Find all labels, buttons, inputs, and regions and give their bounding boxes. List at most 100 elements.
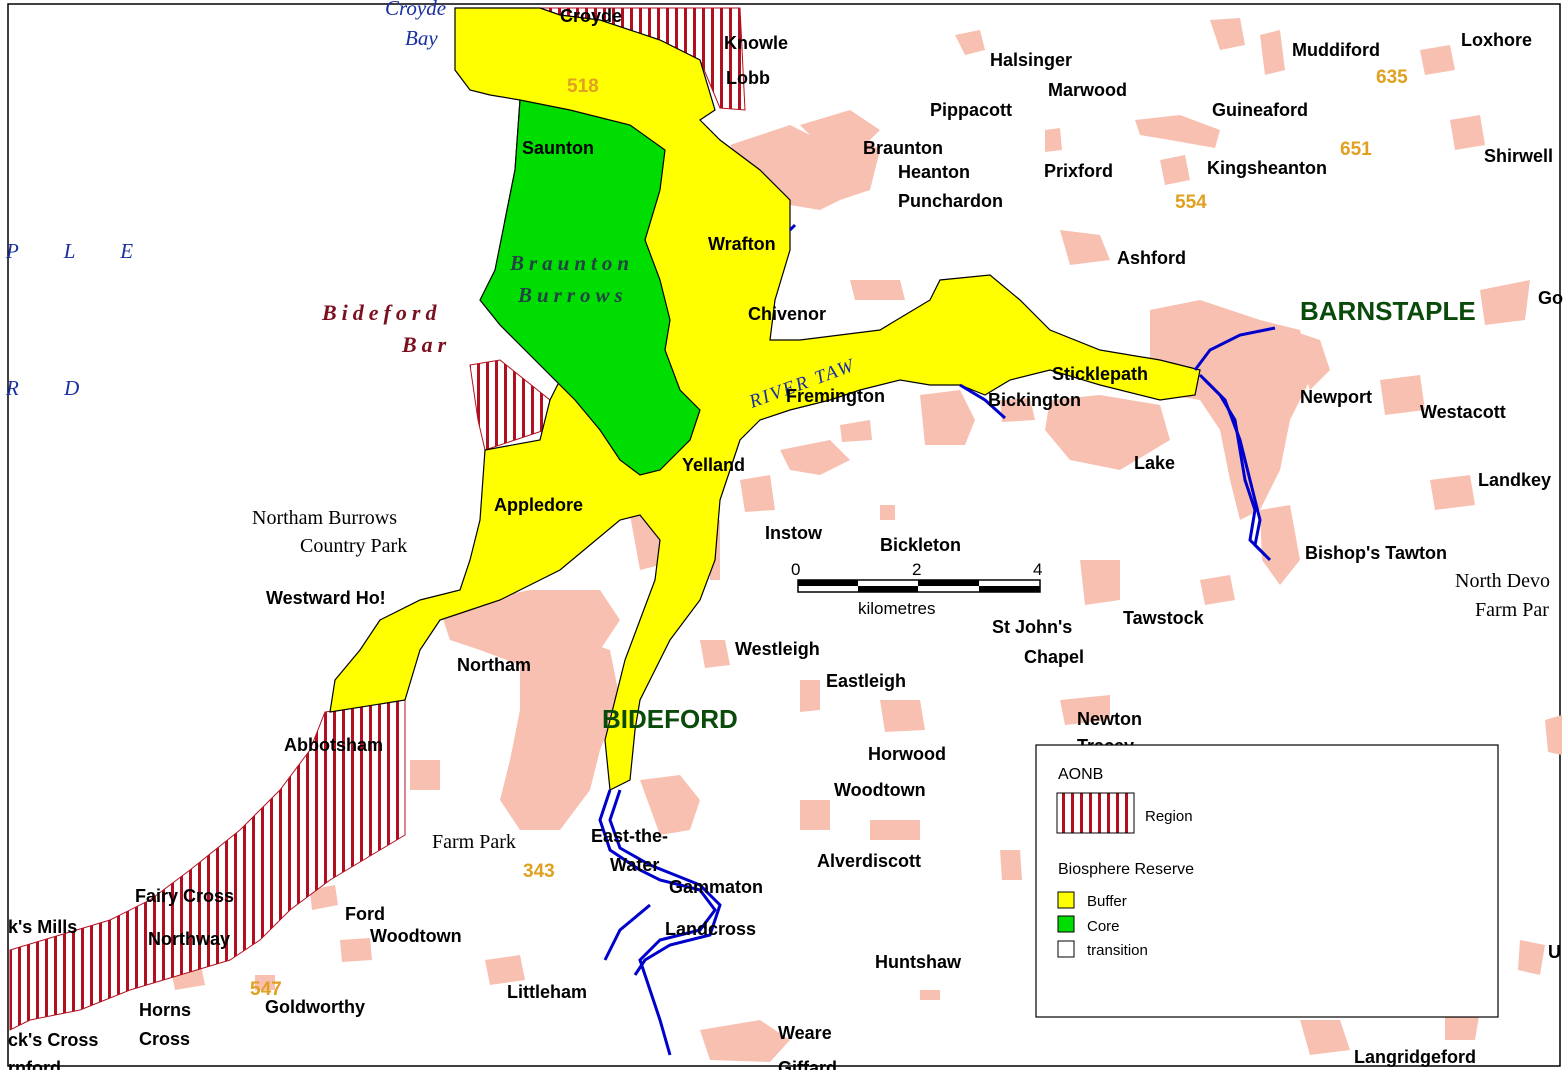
place-cross: Cross <box>139 1029 190 1049</box>
aonb-regions <box>9 7 746 1031</box>
place-east-the-water: East-the- <box>591 826 668 846</box>
legend-biosphere-title: Biosphere Reserve <box>1058 861 1194 878</box>
place-halsinger: Halsinger <box>990 50 1072 70</box>
place-st-johns: St John's <box>992 617 1072 637</box>
place-ashford: Ashford <box>1117 248 1186 268</box>
spot-height-651: 651 <box>1340 139 1372 160</box>
place-labels: Croyde Knowle Lobb Saunton Braunton Hean… <box>8 6 1563 1070</box>
place-prixford: Prixford <box>1044 161 1113 181</box>
place-giffard: Giffard <box>778 1058 837 1070</box>
northam-burrows-label-2: Country Park <box>300 535 407 557</box>
place-appledore: Appledore <box>494 495 583 515</box>
core-zone <box>479 99 701 476</box>
legend-aonb-title: AONB <box>1058 766 1103 783</box>
place-northam: Northam <box>457 655 531 675</box>
rivers <box>598 223 1276 1056</box>
place-chivenor: Chivenor <box>748 304 826 324</box>
place-westward-ho: Westward Ho! <box>266 588 386 608</box>
spot-height-635: 635 <box>1376 67 1408 88</box>
croyde-bay-label-2: Bay <box>405 26 438 50</box>
place-abbotsham: Abbotsham <box>284 735 383 755</box>
braunton-burrows-label-2: Burrows <box>517 283 628 307</box>
place-sticklepath: Sticklepath <box>1052 364 1148 384</box>
spot-height-343: 343 <box>523 861 555 882</box>
place-ks-mills: k's Mills <box>8 917 77 937</box>
place-landcross: Landcross <box>665 919 756 939</box>
place-instow: Instow <box>765 523 823 543</box>
place-northway: Northway <box>148 929 230 949</box>
place-westleigh: Westleigh <box>735 639 820 659</box>
place-langridgeford: Langridgeford <box>1354 1047 1476 1067</box>
place-marwood: Marwood <box>1048 80 1127 100</box>
legend-buffer-label: Buffer <box>1087 893 1127 910</box>
north-devon-farm-park-label-2: Farm Par <box>1475 599 1549 621</box>
place-woodtown: Woodtown <box>834 780 926 800</box>
place-huntshaw: Huntshaw <box>875 952 962 972</box>
place-bickington: Bickington <box>988 390 1081 410</box>
scale-unit: kilometres <box>858 599 935 618</box>
scale-tick-4: 4 <box>1033 560 1042 579</box>
place-horwood: Horwood <box>868 744 946 764</box>
legend-buffer-swatch <box>1057 891 1075 909</box>
scale-tick-0: 0 <box>791 560 800 579</box>
place-heanton: Heanton <box>898 162 970 182</box>
place-littleham: Littleham <box>507 982 587 1002</box>
legend-aonb-swatch <box>1056 792 1135 834</box>
legend-transition-swatch <box>1057 940 1075 958</box>
place-guineaford: Guineaford <box>1212 100 1308 120</box>
scale-tick-2: 2 <box>912 560 921 579</box>
place-gammaton: Gammaton <box>669 877 763 897</box>
place-goldworthy: Goldworthy <box>265 997 365 1017</box>
place-saunton: Saunton <box>522 138 594 158</box>
place-lobb: Lobb <box>726 68 770 88</box>
spot-height-518: 518 <box>567 76 599 97</box>
spot-heights: 518 635 651 554 343 547 <box>250 67 1408 1000</box>
place-shirwell: Shirwell <box>1484 146 1553 166</box>
place-loxhore: Loxhore <box>1461 30 1532 50</box>
legend-core-label: Core <box>1087 918 1120 935</box>
place-fremington: Fremington <box>786 386 885 406</box>
place-braunton: Braunton <box>863 138 943 158</box>
place-wrafton: Wrafton <box>708 234 776 254</box>
place-muddiford: Muddiford <box>1292 40 1380 60</box>
bideford-bar-label: Bideford <box>321 300 441 325</box>
place-horns: Horns <box>139 1000 191 1020</box>
sea-label-ple: P L E <box>5 239 153 263</box>
place-chapel: Chapel <box>1024 647 1084 667</box>
place-punchardon: Punchardon <box>898 191 1003 211</box>
legend-transition-label: transition <box>1087 942 1148 959</box>
place-croyde: Croyde <box>560 6 622 26</box>
place-bottom-left: rnford <box>8 1058 61 1070</box>
croyde-bay-label: Croyde <box>385 0 446 20</box>
bideford-bar-label-2: Bar <box>401 332 451 357</box>
map-legend: AONB Region Biosphere Reserve Buffer Cor… <box>1035 744 1499 1018</box>
scale-bar: 0 2 4 kilometres <box>791 560 1042 618</box>
town-barnstaple: BARNSTAPLE <box>1300 296 1476 326</box>
place-newport: Newport <box>1300 387 1372 407</box>
place-bishops-tawton: Bishop's Tawton <box>1305 543 1447 563</box>
legend-core-swatch <box>1057 915 1075 933</box>
farm-park-label: Farm Park <box>432 831 516 853</box>
braunton-burrows-label: Braunton <box>509 251 634 275</box>
place-yelland: Yelland <box>682 455 745 475</box>
place-lake: Lake <box>1134 453 1175 473</box>
place-knowle: Knowle <box>724 33 788 53</box>
place-eastleigh: Eastleigh <box>826 671 906 691</box>
spot-height-554: 554 <box>1175 192 1207 213</box>
place-ks-cross: ck's Cross <box>8 1030 98 1050</box>
north-devon-farm-park-label: North Devo <box>1455 570 1550 592</box>
place-ford-woodtown: Woodtown <box>370 926 462 946</box>
place-u: U <box>1548 942 1561 962</box>
northam-burrows-label: Northam Burrows <box>252 507 397 529</box>
place-pippacott: Pippacott <box>930 100 1012 120</box>
place-newton: Newton <box>1077 709 1142 729</box>
place-ford: Ford <box>345 904 385 924</box>
settlements-layer <box>170 18 1562 1062</box>
place-tawstock: Tawstock <box>1123 608 1205 628</box>
place-bickleton: Bickleton <box>880 535 961 555</box>
place-westacott: Westacott <box>1420 402 1506 422</box>
place-weare: Weare <box>778 1023 832 1043</box>
place-landkey: Landkey <box>1478 470 1551 490</box>
place-east-the-water-2: Water <box>610 855 659 875</box>
